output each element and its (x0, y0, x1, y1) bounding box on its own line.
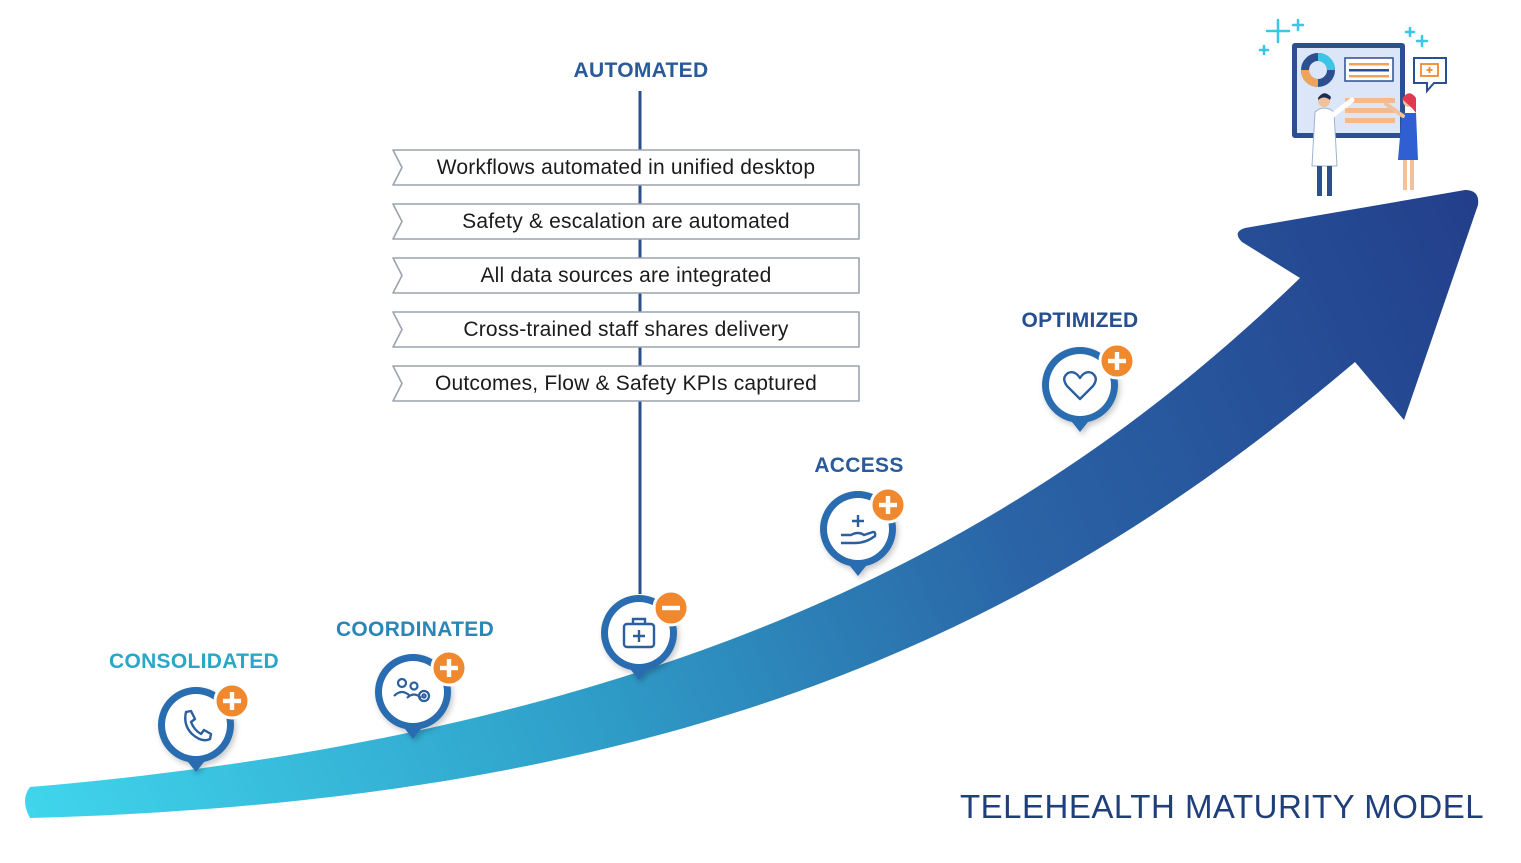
sparkle-icons (1258, 18, 1429, 56)
feature-bar-text: Cross-trained staff shares delivery (463, 317, 789, 341)
stage-label-text: OPTIMIZED (1021, 309, 1139, 332)
feature-bar: Safety & escalation are automated (392, 203, 860, 240)
diagram-title: TELEHEALTH MATURITY MODEL (960, 788, 1485, 825)
coordinated-pin (375, 649, 468, 739)
feature-bar-shape (392, 203, 860, 240)
medical-kit-icon (622, 617, 656, 649)
add-badge-icon (1098, 342, 1136, 380)
growth-arrow (25, 190, 1479, 818)
feature-bar: Cross-trained staff shares delivery (392, 311, 860, 348)
heart-icon (1063, 370, 1097, 401)
stage-label-consolidated: CONSOLIDATED (109, 650, 279, 674)
feature-bar-text: All data sources are integrated (480, 263, 772, 287)
phone-icon (184, 709, 213, 742)
stage-label-text: AUTOMATED (573, 59, 709, 82)
stage-label-text: ACCESS (814, 454, 904, 477)
feature-bar-text: Safety & escalation are automated (462, 209, 790, 233)
automated-pin (601, 589, 690, 680)
team-gear-icon (393, 677, 431, 703)
optimized-pin (1042, 342, 1136, 432)
hand-care-icon (841, 515, 877, 545)
dashboard-illustration (1258, 18, 1447, 196)
stage-label-coordinated: COORDINATED (336, 618, 494, 642)
add-badge-icon (869, 486, 907, 524)
feature-bar-shape (392, 311, 860, 348)
stage-label-access: ACCESS (814, 454, 903, 478)
feature-bar-text: Workflows automated in unified desktop (436, 155, 816, 179)
chat-bubble-icon (1413, 57, 1447, 94)
stage-label-text: CONSOLIDATED (108, 650, 280, 673)
feature-bar-shape (392, 149, 860, 186)
access-pin (820, 486, 907, 576)
stage-label-optimized: OPTIMIZED (1021, 309, 1138, 333)
donut-chart-icon (1301, 53, 1335, 87)
feature-bar: Workflows automated in unified desktop (392, 149, 860, 186)
consolidated-pin (158, 682, 251, 772)
feature-bar: Outcomes, Flow & Safety KPIs captured (392, 365, 860, 402)
feature-bar: All data sources are integrated (392, 257, 860, 294)
feature-bar-shape (392, 257, 860, 294)
remove-badge-icon (652, 589, 690, 627)
doctor-figure-icon (1311, 93, 1355, 196)
add-badge-icon (430, 649, 468, 687)
stage-label-automated: AUTOMATED (574, 59, 709, 83)
feature-bar-text: Outcomes, Flow & Safety KPIs captured (434, 371, 818, 395)
feature-bar-shape (392, 365, 860, 402)
stage-label-text: COORDINATED (335, 618, 495, 641)
add-badge-icon (213, 682, 251, 720)
nurse-figure-icon (1384, 93, 1418, 190)
